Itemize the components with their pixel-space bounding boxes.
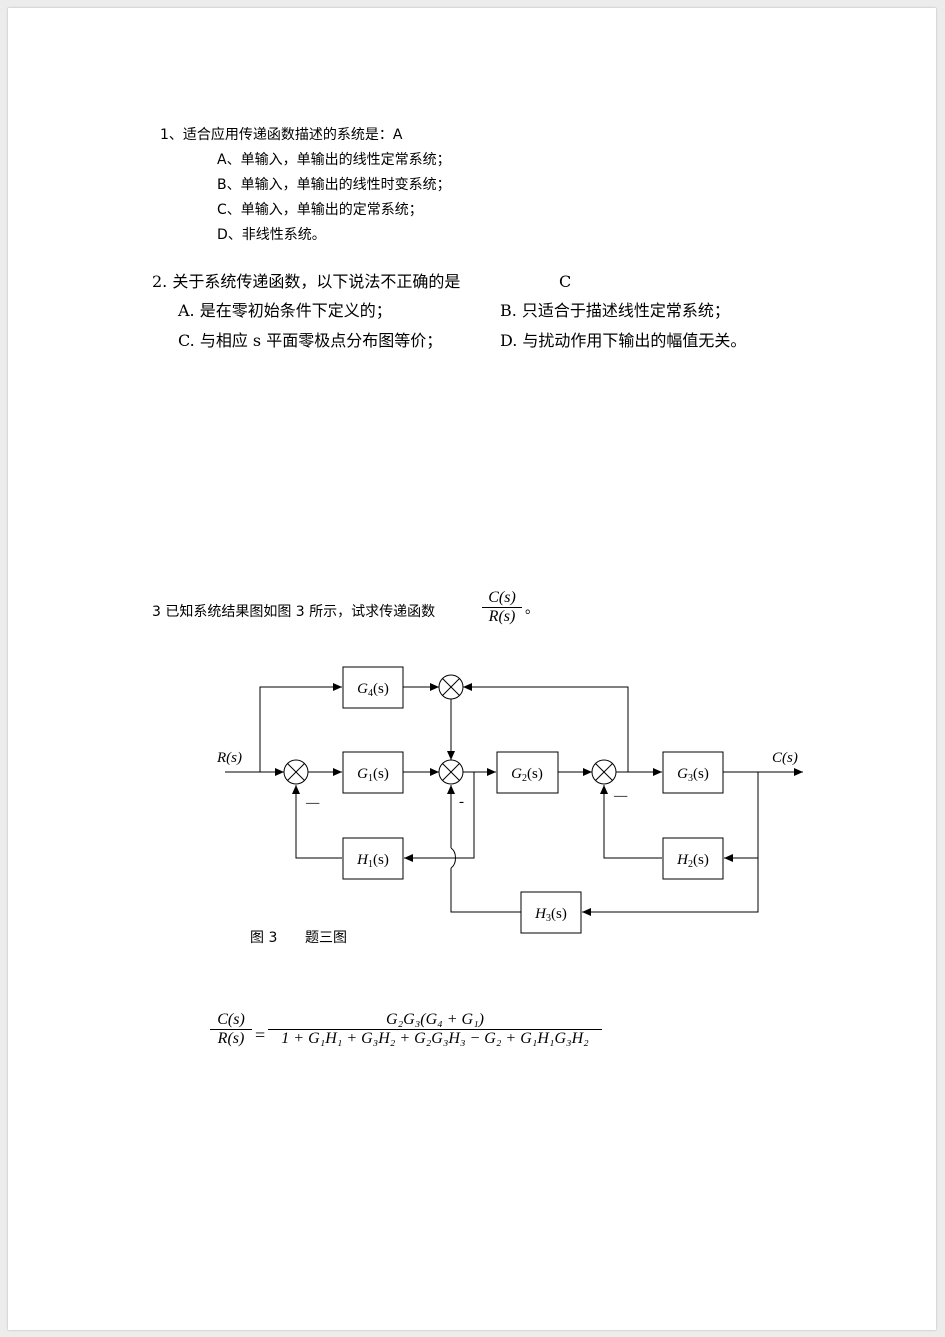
block-h2 bbox=[662, 837, 724, 880]
summer-top bbox=[438, 674, 464, 700]
summer-3 bbox=[591, 759, 617, 785]
figure-number: 图 3 bbox=[250, 930, 278, 946]
q2-option-a: A. 是在零初始条件下定义的； bbox=[178, 301, 392, 320]
wire-to-h1 bbox=[404, 772, 475, 862]
label-g3: G3(s) bbox=[677, 766, 709, 784]
answer-rhs-bar bbox=[268, 1029, 602, 1030]
answer-equals: = bbox=[255, 1025, 266, 1045]
wire-h1-sum1 bbox=[292, 785, 342, 859]
answer-rhs-num: G₂G₃(G₄ + G₁) bbox=[386, 1011, 484, 1028]
figure-title: 题三图 bbox=[305, 930, 347, 946]
block-g4 bbox=[342, 666, 404, 709]
answer-rhs-den: 1 + G₁H₁ + G₃H₂ + G₂G₃H₃ − G₂ + G₁H₁G₃H₂ bbox=[281, 1030, 589, 1047]
wire-crossover-hop bbox=[450, 847, 456, 869]
q3-stem: 3 已知系统结果图如图 3 所示，试求传递函数 bbox=[152, 604, 436, 620]
q2-stem: 2. 关于系统传递函数，以下说法不正确的是 bbox=[152, 272, 461, 291]
label-h1: H1(s) bbox=[356, 852, 389, 870]
q3-frac-den: R(s) bbox=[488, 608, 516, 625]
answer-lhs-den: R(s) bbox=[217, 1030, 245, 1047]
wire-h2-sum3 bbox=[600, 785, 662, 859]
wire-feedback-top bbox=[463, 683, 629, 772]
q3-fraction: C(s) R(s) bbox=[482, 589, 522, 626]
label-h3: H3(s) bbox=[534, 906, 567, 924]
answer-rhs: G₂G₃(G₄ + G₁) 1 + G₁H₁ + G₃H₂ + G₂G₃H₃ −… bbox=[268, 1011, 602, 1048]
wire-to-h3 bbox=[582, 858, 759, 916]
q2-option-d: D. 与扰动作用下输出的幅值无关。 bbox=[500, 331, 747, 350]
q1-option-a: A、单输入，单输出的线性定常系统； bbox=[217, 152, 451, 168]
q2-answer: C bbox=[559, 272, 572, 291]
label-g4: G4(s) bbox=[357, 681, 389, 699]
label-g1: G1(s) bbox=[357, 766, 389, 784]
q2-option-b: B. 只适合于描述线性定常系统； bbox=[500, 301, 730, 320]
wire-h3-up bbox=[450, 868, 521, 913]
block-g2 bbox=[496, 751, 559, 794]
q1-option-d: D、非线性系统。 bbox=[217, 227, 326, 243]
output-label: C(s) bbox=[772, 750, 798, 766]
q3-frac-bar bbox=[482, 607, 522, 608]
summer-2 bbox=[438, 759, 464, 785]
label-h2: H2(s) bbox=[676, 852, 709, 870]
block-h3 bbox=[520, 891, 582, 934]
q3-frac-num: C(s) bbox=[488, 589, 516, 606]
label-g2: G2(s) bbox=[511, 766, 543, 784]
minus-sign-sum3: — bbox=[613, 788, 628, 804]
q1-stem: 1、适合应用传递函数描述的系统是：A bbox=[160, 127, 403, 143]
minus-sign-sum2: - bbox=[459, 794, 464, 810]
wire-to-g4 bbox=[259, 683, 342, 772]
answer-lhs-num: C(s) bbox=[217, 1011, 245, 1028]
wire-to-h2 bbox=[724, 772, 759, 862]
input-label: R(s) bbox=[216, 750, 242, 766]
summer-1 bbox=[283, 759, 309, 785]
minus-sign-sum1: — bbox=[305, 795, 320, 811]
q3-stem-suffix: 。 bbox=[525, 601, 539, 617]
answer-lhs: C(s) R(s) bbox=[210, 1011, 252, 1048]
q1-option-b: B、单输入，单输出的线性时变系统； bbox=[217, 177, 451, 193]
q2-option-c: C. 与相应 s 平面零极点分布图等价； bbox=[178, 331, 443, 350]
answer-lhs-bar bbox=[210, 1029, 252, 1030]
block-g3 bbox=[662, 751, 724, 794]
block-g1 bbox=[342, 751, 404, 794]
document-page bbox=[8, 8, 936, 1330]
q1-option-c: C、单输入，单输出的定常系统； bbox=[217, 202, 423, 218]
block-h1 bbox=[342, 837, 404, 880]
